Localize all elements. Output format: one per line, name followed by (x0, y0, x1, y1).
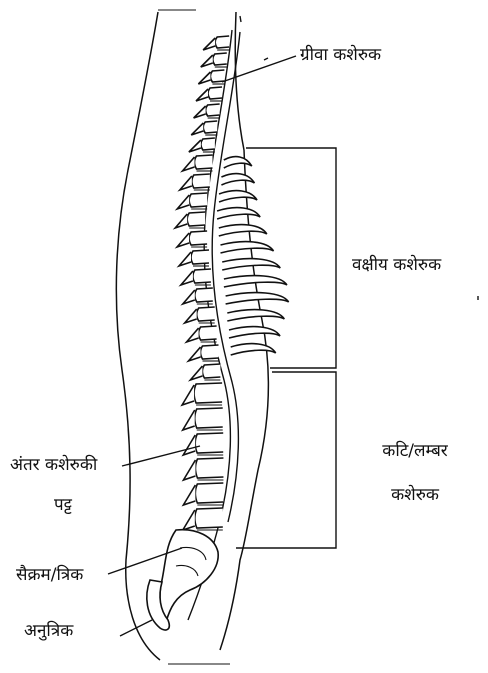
spinous-process (183, 435, 195, 455)
vertebra (195, 458, 223, 478)
spinous-process (194, 106, 206, 118)
vertebra (208, 87, 222, 99)
spinous-process (183, 485, 195, 505)
stray-mark-1 (264, 58, 268, 60)
vertebra (195, 288, 213, 302)
vertebra (203, 121, 217, 133)
spinous-process (189, 140, 201, 152)
rib-cage (217, 157, 289, 355)
vertebra (189, 193, 207, 207)
vertebra (195, 483, 223, 503)
label-coccyx: अनुत्रिक (24, 620, 73, 642)
vertebra (195, 155, 213, 169)
vertebra (193, 269, 211, 283)
label-lumbar-vertebrae-line2: कशेरुक (360, 484, 470, 506)
rib (221, 174, 254, 185)
rib (219, 225, 267, 236)
spinous-process (187, 328, 199, 342)
spinous-process (183, 410, 195, 430)
disc-leader (122, 446, 200, 466)
vertebra (215, 36, 229, 48)
vertebra (213, 53, 227, 65)
lumbar-bracket (236, 372, 336, 548)
spinous-process (181, 271, 193, 285)
vertebra (201, 345, 219, 359)
spinous-process (180, 176, 192, 190)
thoracic-bracket (246, 148, 336, 368)
vertebra (192, 174, 210, 188)
cervical-leader (222, 56, 296, 82)
vertebra (194, 383, 222, 403)
vertebra (195, 508, 223, 528)
label-intervertebral-disc-line2: पट्ट (54, 494, 72, 516)
vertebra (202, 364, 220, 378)
vertebra (195, 433, 223, 453)
label-cervical-vertebrae: ग्रीवा कशेरुक (300, 44, 381, 66)
label-thoracic-vertebrae: वक्षीय कशेरुक (352, 254, 441, 276)
vertebra (197, 307, 215, 321)
rib (222, 259, 280, 270)
spinous-process (179, 252, 191, 266)
spinous-process (183, 290, 195, 304)
spinous-process (177, 195, 189, 209)
label-intervertebral-disc-line1: अंतर कशेरुकी (10, 454, 97, 476)
spinous-process (201, 55, 213, 67)
spinous-process (177, 233, 189, 247)
spinous-process (189, 347, 201, 361)
vertebra (187, 212, 205, 226)
rib (221, 242, 274, 253)
spinous-process (183, 460, 195, 480)
spinous-process (182, 385, 194, 405)
vertebra (189, 231, 207, 245)
vertebra (191, 250, 209, 264)
vertebra (206, 104, 220, 116)
coccyx-leader (120, 620, 152, 636)
rib (231, 344, 276, 355)
rib (227, 310, 284, 321)
stray-mark-2 (240, 16, 241, 22)
rib (229, 327, 280, 338)
spinous-process (185, 309, 197, 323)
spinous-process (203, 38, 215, 50)
spinous-process (183, 157, 195, 171)
spinous-process (191, 123, 203, 135)
vertebra (199, 326, 217, 340)
rib (224, 157, 252, 168)
spinous-process (198, 72, 210, 84)
vertebra (201, 138, 215, 150)
rib (219, 191, 257, 202)
rib (226, 293, 289, 304)
spinous-process (196, 89, 208, 101)
rib (217, 208, 260, 219)
sacrum-bone (160, 530, 218, 622)
spinous-process (183, 510, 195, 530)
spinous-process (175, 214, 187, 228)
label-sacrum: सैक्रम/त्रिक (16, 564, 83, 586)
vertebra (210, 70, 224, 82)
vertebra (195, 408, 223, 428)
spinous-process (190, 366, 202, 380)
label-lumbar-vertebrae-line1: कटि/लम्बर (360, 440, 470, 462)
